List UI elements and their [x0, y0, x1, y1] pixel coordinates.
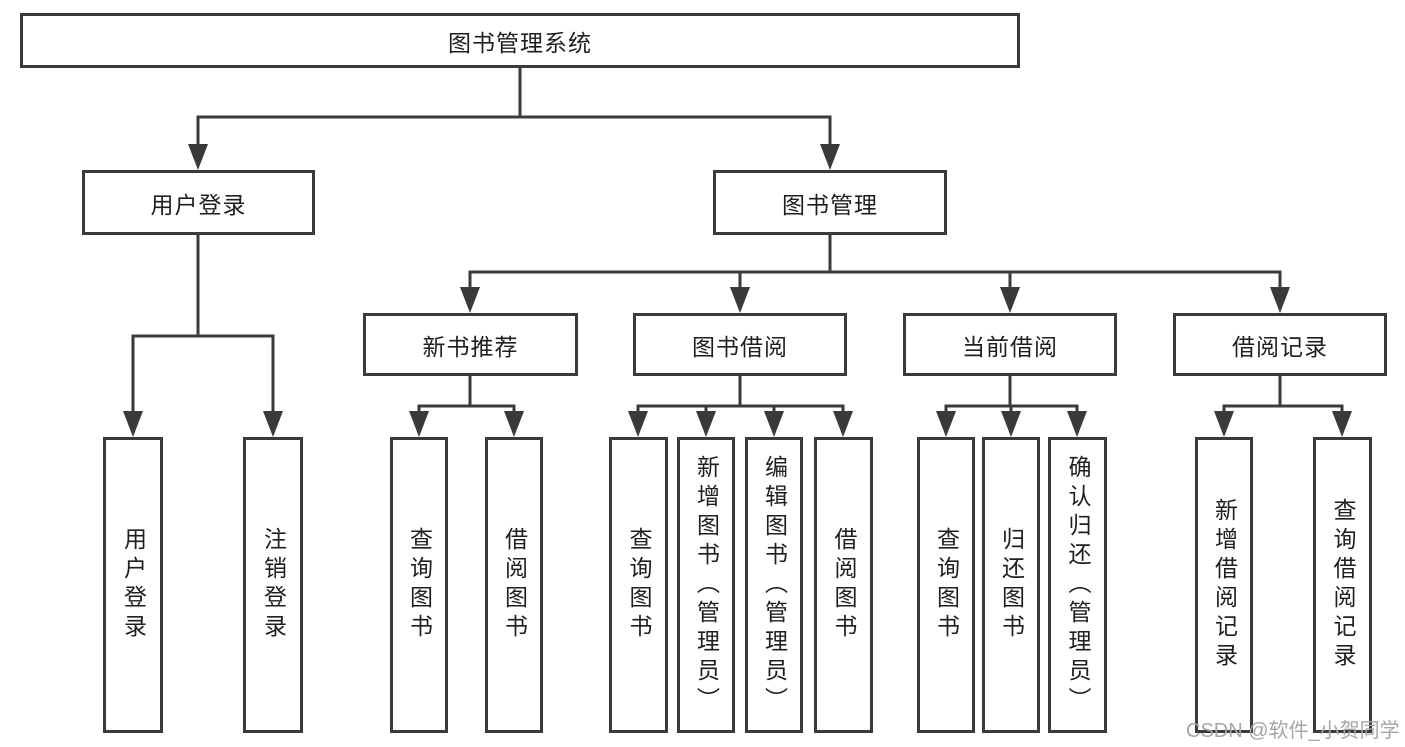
node-add-borrow-record: 新增借阅记录: [1195, 437, 1253, 733]
node-root: 图书管理系统: [20, 13, 1020, 68]
node-logout: 注销登录: [243, 437, 303, 733]
node-label: 用户登录: [150, 191, 247, 218]
node-label: 查询图书: [406, 527, 433, 643]
node-label: 借阅记录: [1232, 333, 1328, 360]
node-label: 借阅图书: [831, 527, 857, 643]
node-label: 新增图书（管理员）: [693, 454, 720, 716]
node-label: 新增借阅记录: [1211, 498, 1238, 672]
node-label: 查询图书: [626, 527, 652, 643]
node-confirm-return-admin: 确认归还（管理员）: [1048, 437, 1107, 733]
node-return-books: 归还图书: [982, 437, 1040, 733]
node-label: 用户登录: [120, 527, 147, 643]
node-label: 归还图书: [998, 527, 1025, 643]
node-label: 借阅图书: [501, 527, 528, 643]
node-book-management: 图书管理: [713, 170, 947, 235]
watermark: CSDN @软件_小贺同学: [1186, 720, 1400, 742]
node-borrow-records: 借阅记录: [1173, 313, 1387, 376]
node-book-borrow: 图书借阅: [633, 313, 847, 376]
node-label: 图书管理系统: [448, 29, 592, 56]
node-new-book-recommend: 新书推荐: [363, 313, 578, 376]
node-borrow-books-2: 借阅图书: [814, 437, 873, 733]
node-label: 编辑图书（管理员）: [761, 454, 788, 716]
node-query-books-3: 查询图书: [917, 437, 975, 733]
node-user-login: 用户登录: [103, 437, 163, 733]
node-label: 注销登录: [260, 527, 287, 643]
node-borrow-books-1: 借阅图书: [485, 437, 543, 733]
node-label: 查询借阅记录: [1330, 498, 1356, 672]
node-user-login-group: 用户登录: [82, 170, 315, 235]
node-edit-books-admin: 编辑图书（管理员）: [745, 437, 803, 733]
node-label: 确认归还（管理员）: [1065, 454, 1091, 716]
node-add-books-admin: 新增图书（管理员）: [677, 437, 735, 733]
node-current-borrow: 当前借阅: [903, 313, 1117, 376]
node-label: 新书推荐: [422, 333, 519, 360]
node-query-books-2: 查询图书: [609, 437, 668, 733]
node-label: 当前借阅: [962, 333, 1058, 360]
node-query-borrow-record: 查询借阅记录: [1313, 437, 1372, 733]
node-label: 图书管理: [782, 191, 878, 218]
node-label: 图书借阅: [692, 333, 788, 360]
node-label: 查询图书: [933, 527, 960, 643]
node-query-books-1: 查询图书: [390, 437, 448, 733]
